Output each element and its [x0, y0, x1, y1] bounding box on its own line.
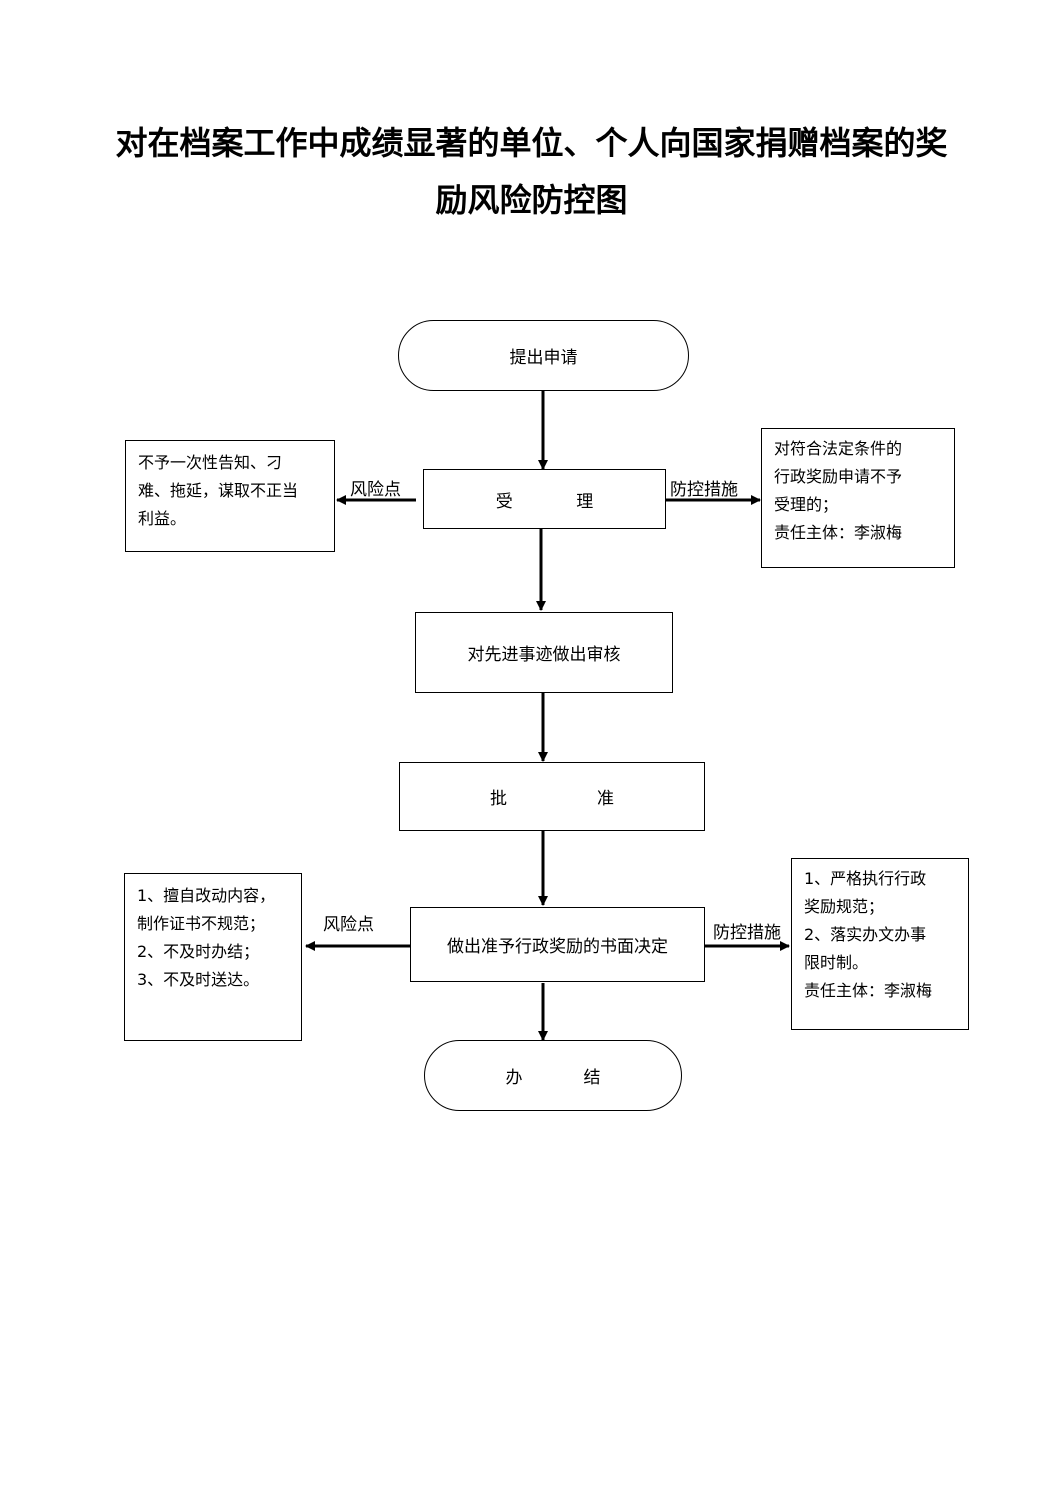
control-box-2-line: 奖励规范；: [804, 897, 885, 916]
control-box-1-line: 行政奖励申请不予: [774, 467, 903, 486]
risk-box-1-line: 不予一次性告知、刁: [138, 453, 283, 472]
step-review-label: 对先进事迹做出审核: [467, 645, 621, 665]
risk-point-label-2: 风险点: [323, 915, 374, 935]
risk-box-2-line: 2、不及时办结；: [137, 942, 260, 961]
step-finish: 办 结: [424, 1040, 682, 1111]
page-title-line-2: 励风险防控图: [435, 181, 628, 219]
risk-point-label-1: 风险点: [350, 480, 401, 500]
risk-box-2-line: 1、擅自改动内容，: [137, 886, 276, 905]
step-finish-label-right: 结: [583, 1068, 601, 1088]
risk-box-1: 不予一次性告知、刁 难、拖延，谋取不正当 利益。: [125, 440, 335, 552]
risk-box-1-line: 难、拖延，谋取不正当: [138, 481, 299, 500]
control-box-1-line: 对符合法定条件的: [774, 439, 903, 458]
step-review: 对先进事迹做出审核: [415, 612, 673, 693]
page-title-line-1: 对在档案工作中成绩显著的单位、个人向国家捐赠档案的奖: [115, 124, 948, 162]
step-accept-label-left: 受: [495, 491, 513, 512]
step-decision-label: 做出准予行政奖励的书面决定: [447, 937, 668, 957]
step-approve-label-right: 准: [597, 789, 614, 809]
step-decision: 做出准予行政奖励的书面决定: [410, 907, 705, 982]
control-box-1: 对符合法定条件的 行政奖励申请不予 受理的； 责任主体：李淑梅: [761, 428, 955, 568]
step-finish-label-left: 办: [505, 1068, 523, 1088]
risk-box-2-line: 制作证书不规范；: [137, 914, 266, 933]
step-approve: 批 准: [399, 762, 705, 831]
control-box-2-line: 1、严格执行行政: [804, 869, 927, 888]
risk-box-2-line: 3、不及时送达。: [137, 970, 260, 989]
control-measure-label-1: 防控措施: [670, 480, 738, 500]
step-apply: 提出申请: [398, 320, 689, 391]
control-box-2: 1、严格执行行政 奖励规范； 2、落实办文办事 限时制。 责任主体：李淑梅: [791, 858, 969, 1030]
control-measure-label-2: 防控措施: [713, 923, 781, 943]
risk-box-2: 1、擅自改动内容， 制作证书不规范； 2、不及时办结； 3、不及时送达。: [124, 873, 302, 1041]
step-accept-label-right: 理: [576, 491, 594, 512]
control-box-2-line: 限时制。: [804, 953, 869, 972]
control-box-1-line: 责任主体：李淑梅: [774, 523, 903, 542]
control-box-2-line: 责任主体：李淑梅: [804, 981, 933, 1000]
step-accept: 受 理: [423, 469, 666, 529]
risk-box-1-line: 利益。: [138, 509, 187, 528]
step-approve-label-left: 批: [490, 789, 507, 809]
step-apply-label: 提出申请: [509, 348, 578, 368]
control-box-1-line: 受理的；: [774, 495, 839, 514]
control-box-2-line: 2、落实办文办事: [804, 925, 927, 944]
